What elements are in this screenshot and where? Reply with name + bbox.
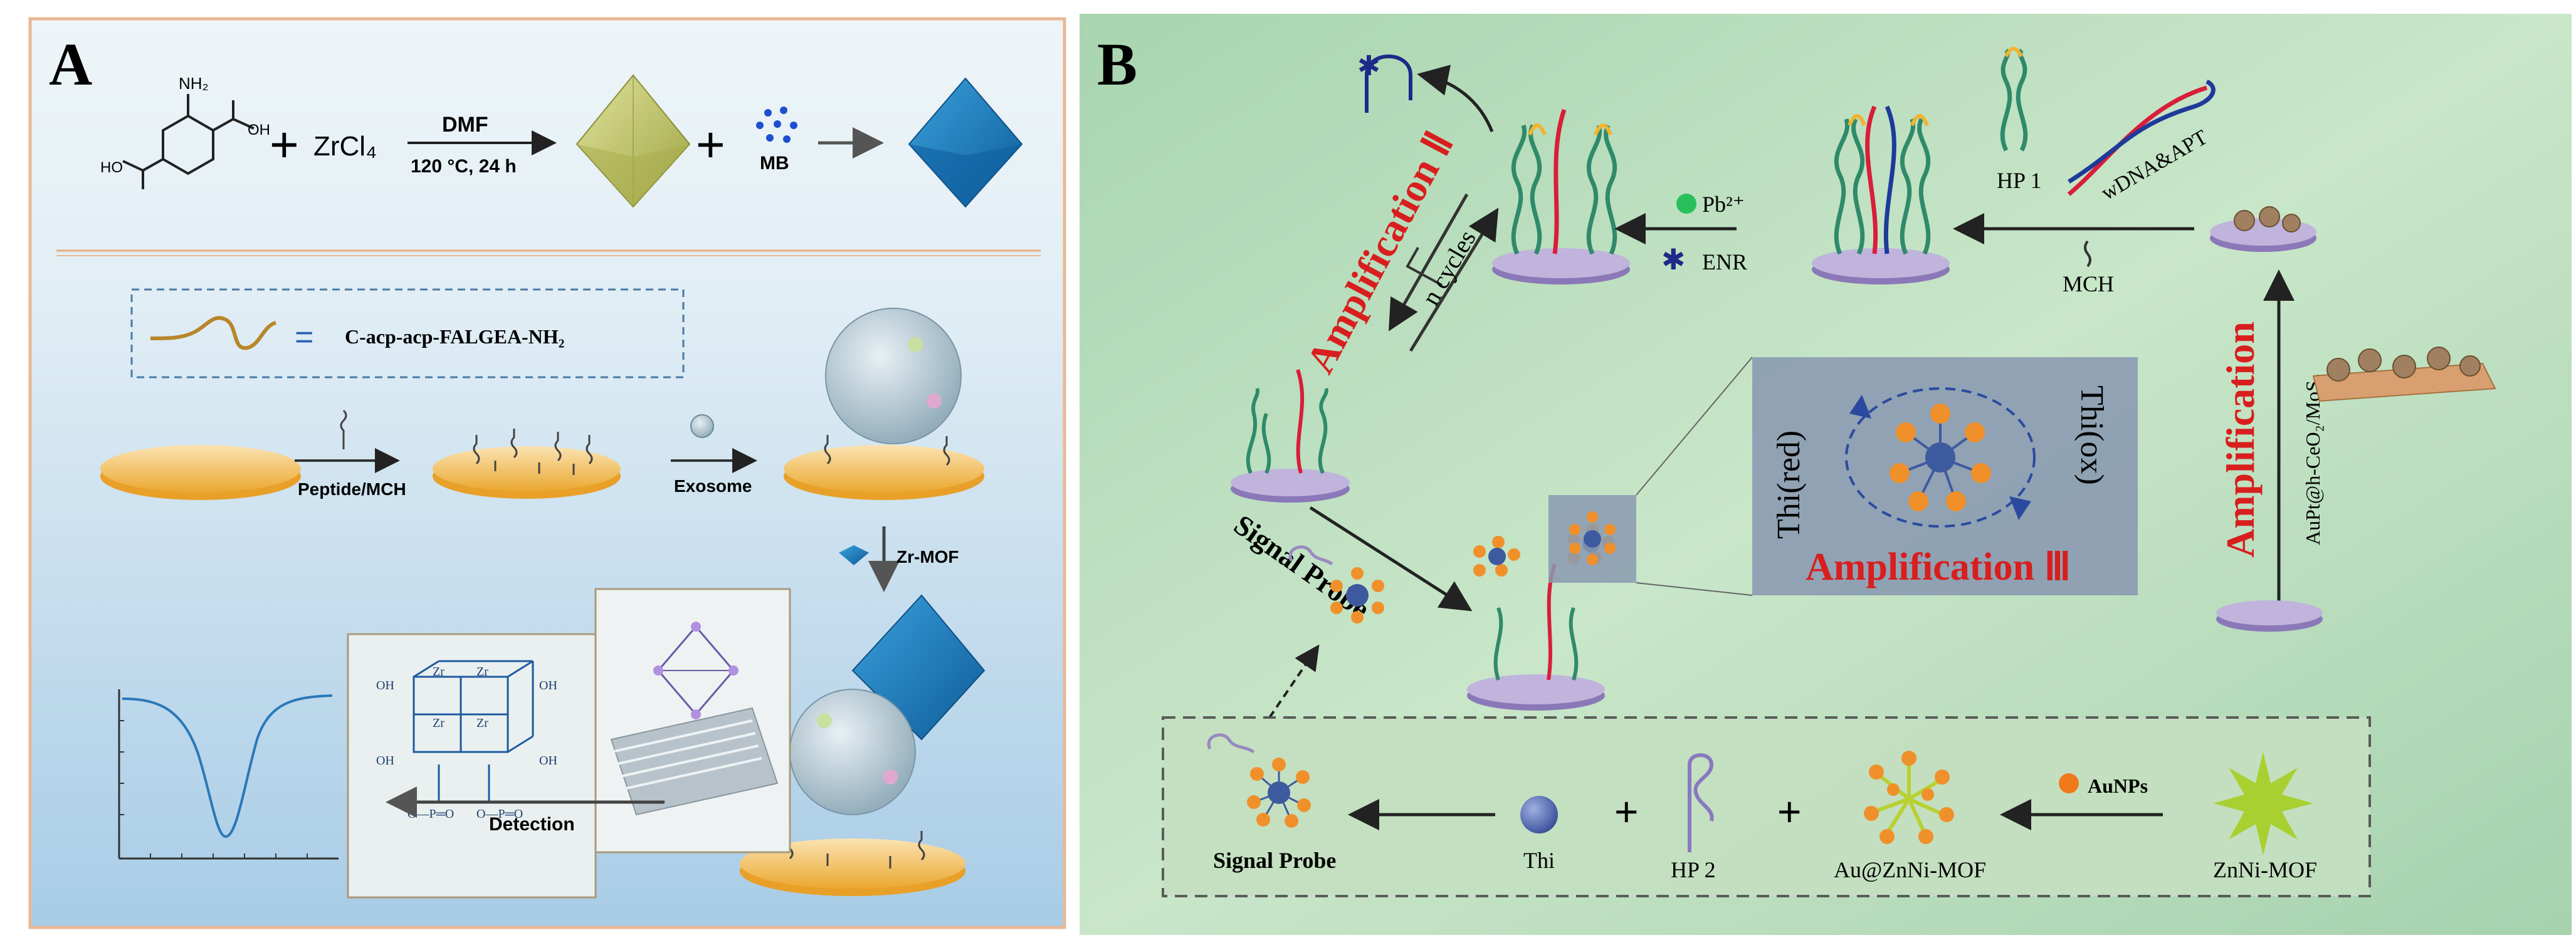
step-detection-label: Detection [489, 814, 575, 835]
exosome-sphere [825, 308, 962, 444]
redox-cycle-ring [1845, 387, 2036, 528]
svg-text:O—P═O: O—P═O [407, 807, 454, 821]
exosome-small-icon [690, 414, 714, 438]
thi-red-label: Thi(red) [1771, 431, 1807, 539]
exosome-sphere-bound [789, 689, 916, 815]
peptide-legend-box [130, 288, 685, 378]
svg-text:OH: OH [376, 679, 394, 692]
dmf-label: DMF [442, 113, 488, 137]
dpv-signal-plot [118, 689, 339, 860]
redox-zoom-box [1752, 357, 2138, 595]
zrcl4-label: ZrCl₄ [313, 131, 377, 162]
plus-sign-1: + [270, 117, 299, 172]
electrode-final-complex [740, 594, 986, 896]
step-peptide-label: Peptide/MCH [298, 479, 406, 499]
amplification-3-label: Amplification Ⅲ [1806, 546, 2071, 588]
auptceo2-mos2-sheet-icon [2312, 347, 2496, 402]
svg-text:Zr: Zr [476, 665, 488, 679]
amplification-1-label: Amplification [2218, 321, 2263, 558]
aminoterephthalic-acid-structure [122, 94, 255, 189]
probe-supply-arrow [1268, 644, 1320, 719]
au-znni-mof-icon [1864, 751, 1954, 844]
signal-probe-icon-mid [1288, 545, 1384, 624]
aunp-icon [2059, 773, 2079, 793]
plus-sign-b2: + [1777, 788, 1802, 835]
probe-synthesis-box [1162, 716, 2371, 897]
zr-labels: Zr Zr Zr Zr OH OH OH OH O—P═O O—P═O [376, 665, 557, 821]
enr-label: ENR [1702, 249, 1747, 274]
mch-strand-icon [2084, 240, 2091, 268]
electrode-auptceo2-modified [2210, 206, 2316, 252]
mof-surface-zoom-box [594, 588, 791, 853]
mch-label: MCH [2063, 271, 2114, 296]
svg-text:✱: ✱ [1357, 51, 1380, 81]
panel-a: A NH₂ OH HO + ZrCl₄ DMF 120 °C, 24 h + [28, 17, 1066, 929]
panel-b-letter: B [1097, 31, 1137, 98]
svg-text:OH: OH [539, 754, 557, 768]
methylene-blue-dots [756, 107, 797, 143]
dpv-curve [122, 694, 333, 838]
electrode-dna-hairpins-released [1492, 108, 1630, 284]
pb-ion-icon [1676, 194, 1696, 214]
probe-zoom-icon [1890, 404, 1991, 511]
zr-cluster-zoom-box [347, 633, 597, 899]
thi-sphere-icon [1520, 796, 1558, 833]
mof-surface-structure [610, 622, 779, 816]
released-aptamer-icon: ✱ [1357, 51, 1412, 113]
release-arrow [1417, 65, 1494, 132]
svg-text:OH: OH [539, 679, 557, 692]
plus-sign-b1: + [1614, 788, 1639, 835]
electrode-peptide [433, 429, 621, 499]
aunps-label: AuNPs [2088, 775, 2148, 797]
enr-molecule-icon: ✱ [1661, 243, 1686, 276]
hp1-label: HP 1 [1997, 168, 2042, 193]
hp2-label: HP 2 [1671, 857, 1716, 882]
wdna-apt-duplex-icon [2067, 79, 2216, 196]
peptide-strand-icon [340, 409, 347, 449]
zr-mof-small-icon [839, 545, 869, 565]
signal-probe-label: Signal Probe [1213, 848, 1336, 873]
electrode-bare-purple [2216, 600, 2323, 632]
nh2-label: NH₂ [179, 74, 209, 93]
zr-cluster-structure [413, 660, 534, 802]
step-exosome-label: Exosome [674, 476, 752, 496]
electrode-hairpin-wdna [1812, 105, 1950, 284]
n-cycles-loop [1389, 193, 1499, 352]
thi-label: Thi [1523, 848, 1555, 873]
pb-label: Pb²⁺ [1702, 192, 1745, 217]
ho-label: HO [100, 159, 123, 176]
panel-a-letter: A [49, 31, 92, 98]
plus-sign-2: + [696, 117, 725, 172]
uio66-octahedron-olive [576, 74, 691, 208]
peptide-name: C-acp-acp-FALGEA-NH₂ [345, 325, 564, 348]
svg-text:O—P═O: O—P═O [476, 807, 523, 821]
step-zrmof-label: Zr-MOF [896, 547, 959, 566]
electrode-hairpins-remaining [1231, 369, 1350, 503]
legend-equals: = [295, 319, 313, 355]
hp2-hairpin-icon [1688, 753, 1714, 852]
svg-text:Zr: Zr [433, 665, 444, 679]
electrode-exosome-bound [784, 308, 984, 500]
electrode-bare [100, 445, 301, 500]
thi-ox-label: Thi(ox) [2074, 385, 2110, 485]
svg-text:OH: OH [376, 754, 394, 768]
signal-probe-icon-box [1207, 733, 1311, 828]
auptceo2-label: AuPt@h-CeO₂/MoS₂ [2301, 373, 2324, 545]
znni-mof-label: ZnNi-MOF [2213, 857, 2317, 882]
mb-label: MB [760, 153, 789, 174]
znni-mof-star-icon [2213, 752, 2313, 855]
oh-label: OH [248, 122, 270, 138]
hp1-hairpin-icon [2000, 46, 2028, 152]
au-znni-mof-label: Au@ZnNi-MOF [1834, 857, 1986, 882]
svg-text:Zr: Zr [433, 716, 444, 730]
probe-binding-arrow [1309, 506, 1473, 612]
conditions-label: 120 °C, 24 h [411, 156, 517, 177]
svg-text:Zr: Zr [476, 716, 488, 730]
peptide-squiggle-icon [150, 316, 277, 350]
mb-loaded-mof-octahedron [908, 77, 1023, 208]
panel-b: B ✱ Amplification Ⅱ n cycles [1080, 14, 2572, 935]
